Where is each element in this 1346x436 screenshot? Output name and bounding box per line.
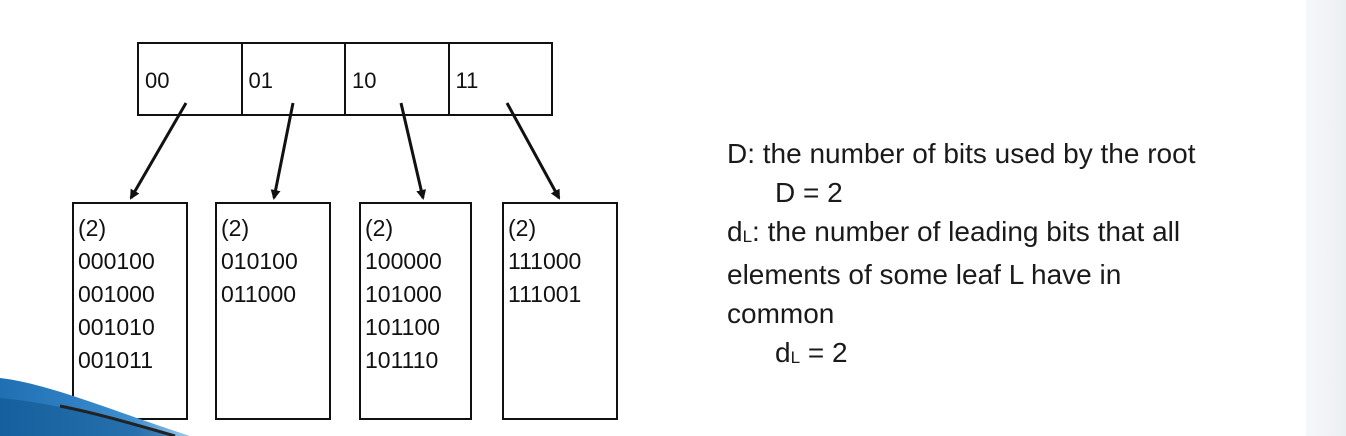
root-cell-label: 10 <box>352 68 377 93</box>
leaf-bucket-10: (2) 100000 101000 101100 101110 <box>359 202 472 420</box>
leaf-depth: (2) <box>221 215 250 241</box>
root-cell-label: 00 <box>145 68 170 93</box>
leaf-depth: (2) <box>508 215 537 241</box>
definitions-text: D: the number of bits used by the root D… <box>727 134 1195 376</box>
leaf-entry: 010100 <box>221 248 298 274</box>
root-cell-label: 11 <box>455 68 479 93</box>
leaf-bucket-11: (2) 111000 111001 <box>502 202 618 420</box>
leaf-entry: 011000 <box>221 281 297 307</box>
root-cell-10: 10 <box>346 44 450 114</box>
value-dL: dL = 2 <box>775 337 848 368</box>
leaf-entry: 101110 <box>365 347 439 373</box>
leaf-entry: 111000 <box>508 248 582 274</box>
definition-dL-end: common <box>727 298 835 329</box>
value-D: D = 2 <box>775 177 843 208</box>
leaf-bucket-00: (2) 000100 001000 001010 001011 <box>72 202 188 420</box>
leaf-entry: 001000 <box>78 281 155 307</box>
leaf-entry: 000100 <box>78 248 155 274</box>
leaf-depth: (2) <box>78 215 107 241</box>
root-cell-label: 01 <box>248 68 273 93</box>
definition-dL: dL: the number of leading bits that all <box>727 216 1181 247</box>
arrow-00 <box>129 102 188 200</box>
definition-dL-cont: elements of some leaf L have in <box>727 259 1122 290</box>
leaf-bucket-01: (2) 010100 011000 <box>215 202 331 420</box>
definition-D: D: the number of bits used by the root <box>727 138 1196 169</box>
root-cell-11: 11 <box>450 44 552 114</box>
arrow-10 <box>399 102 427 200</box>
arrow-01 <box>270 102 295 200</box>
decorative-swoosh <box>0 378 190 436</box>
root-directory: 00 01 10 11 <box>137 42 553 116</box>
leaf-entry: 101000 <box>365 281 442 307</box>
leaf-entry: 100000 <box>365 248 442 274</box>
root-cell-00: 00 <box>139 44 243 114</box>
arrow-11 <box>505 102 561 200</box>
leaf-entry: 111001 <box>508 281 582 307</box>
root-cell-01: 01 <box>243 44 346 114</box>
leaf-entry: 001010 <box>78 314 155 340</box>
leaf-entry: 101100 <box>365 314 441 340</box>
leaf-entry: 001011 <box>78 347 154 373</box>
right-edge-panel <box>1306 0 1346 436</box>
leaf-depth: (2) <box>365 215 394 241</box>
